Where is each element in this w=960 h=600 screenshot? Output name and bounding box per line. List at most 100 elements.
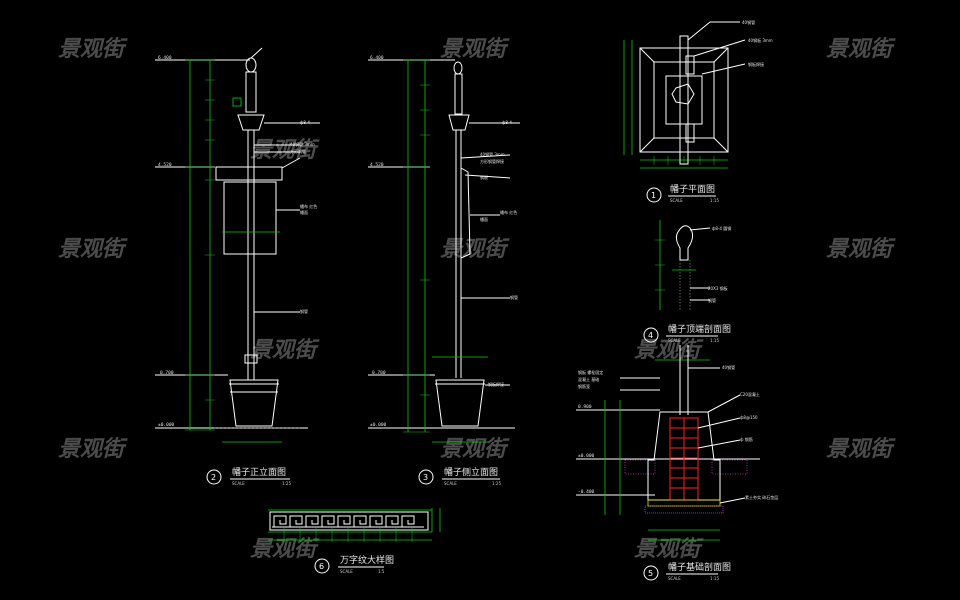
side-title: 幡子侧立面图 [444,466,498,478]
plan-leader-2 [693,39,746,57]
front-base-drum [229,379,279,427]
front-note-2: 40钢管 3mm [290,141,315,147]
found-bed-2 [644,505,724,514]
front-cup [237,114,265,131]
side-level-zero: ±0.000 [370,422,387,428]
front-note-1: ф8-4 [300,120,310,125]
plan-note-1: 40钢管 [742,19,755,25]
fret-title-circle [314,558,330,574]
fret-border [269,511,429,531]
watermark-10: 景观街 [58,437,128,462]
plan-scale: 1:15 [710,198,719,203]
watermark-12: 景观街 [826,437,896,462]
plan-hexagon [671,83,695,105]
found-note-3: ф8@150 [740,415,758,420]
side-title-num: 3 [423,473,428,482]
plan-title-num: 1 [651,191,656,200]
watermark-1: 景观街 [58,37,128,62]
fret-scale-label: SCALE [340,569,353,574]
found-level-a: 0.900 [578,404,592,410]
front-dim-box [232,97,242,107]
found-bed-1 [647,499,721,507]
found-scale-label: SCALE [668,576,681,581]
front-note-3: 方形钢管 [290,148,306,154]
found-note-4: ф 钢筋 [740,436,753,442]
top-title: 幡子顶端剖面图 [668,323,731,335]
side-note-2: 40钢管 3mm [480,151,505,157]
front-scale: 1:25 [282,481,291,486]
watermark-2: 景观街 [440,37,510,62]
plan-chamfer [639,47,655,63]
found-note-2: C20混凝土 [740,391,760,397]
plan-title: 幡子平面图 [670,183,715,195]
watermark-5: 景观街 [58,237,128,262]
found-gravel-right [711,459,748,475]
side-note-7: 钢管 [510,294,518,300]
front-level-mid: 4.520 [158,162,172,168]
watermark-7: 景观街 [826,237,896,262]
front-joint [244,354,258,364]
side-scale: 1:25 [492,481,501,486]
side-note-5: 幡布 红色 [500,209,517,215]
side-finial [453,61,463,75]
plan-note-2: 40钢板 3mm [748,37,773,43]
top-leader-1 [689,227,711,231]
top-note-2: 20X3 钢板 [708,285,728,291]
top-section: ф8-4 圆钢 20X3 钢板 钢管 4 幡子顶端剖面图 SCALE 1:15 [643,220,731,343]
front-title: 幡子正立面图 [232,466,286,478]
side-note-6: 幡面 [480,216,488,222]
plan-view: 40钢管 40钢板 3mm 钢板焊接 1 幡子平面图 SCALE 1:15 [623,19,773,203]
side-leader-2 [460,154,511,159]
watermark-3: 景观街 [826,37,896,62]
found-title: 幡子基础剖面图 [668,561,731,573]
front-level-low: 0.700 [160,370,174,376]
found-leader-5 [719,497,746,504]
side-note-8: 钢板焊接 [488,381,504,387]
top-finial-section [675,225,694,261]
found-leader-3 [697,417,741,429]
plan-outer-square [639,47,729,153]
side-leader-3 [464,174,511,179]
watermark-8: 景观街 [250,338,320,363]
fret-meander [272,515,424,528]
found-note-8: 钢筋笼 [578,383,590,389]
watermark-13: 景观街 [250,537,320,562]
top-scale-label: SCALE [668,338,681,343]
front-crossbar [215,166,283,181]
found-scale: 1:15 [710,576,719,581]
plan-clamp-bottom [685,123,695,143]
side-level-mid: 4.520 [370,162,384,168]
side-base-drum [435,379,485,427]
side-note-1: ф8-4 [502,120,512,125]
top-title-num: 4 [648,331,653,340]
found-leader-4 [697,439,741,449]
top-title-circle [643,327,659,343]
found-gravel-left [624,459,656,475]
plan-chamfer [639,137,655,153]
side-banner-edge [460,167,471,259]
front-level-zero: ±0.000 [158,422,175,428]
front-leader-4 [281,157,301,169]
watermark-9: 景观街 [634,338,704,363]
plan-mid-square [653,61,715,139]
front-finial-leader [250,47,263,59]
found-note-1: 40钢管 [722,364,735,370]
side-scale-label: SCALE [444,481,457,486]
front-title-circle [206,469,222,485]
found-leader-2 [707,394,741,413]
watermark-14: 景观街 [634,537,704,562]
foundation-section: 0.900 ±0.000 -0.400 [576,345,778,581]
side-level-low: 0.700 [372,370,386,376]
plan-inner-square [665,75,703,125]
plan-chamfer [713,47,729,63]
top-scale: 1:15 [710,338,719,343]
fret-title-num: 6 [319,562,324,571]
front-elevation: 6.400 4.520 0.700 ±0.000 [155,47,320,486]
plan-leader-1 [687,21,711,41]
front-note-6: 钢管 [300,308,308,314]
plan-leader-3 [701,63,746,75]
side-note-4: 钢板 [480,174,488,180]
watermark-11: 景观街 [440,437,510,462]
fret-title: 万字纹大样图 [340,554,394,566]
